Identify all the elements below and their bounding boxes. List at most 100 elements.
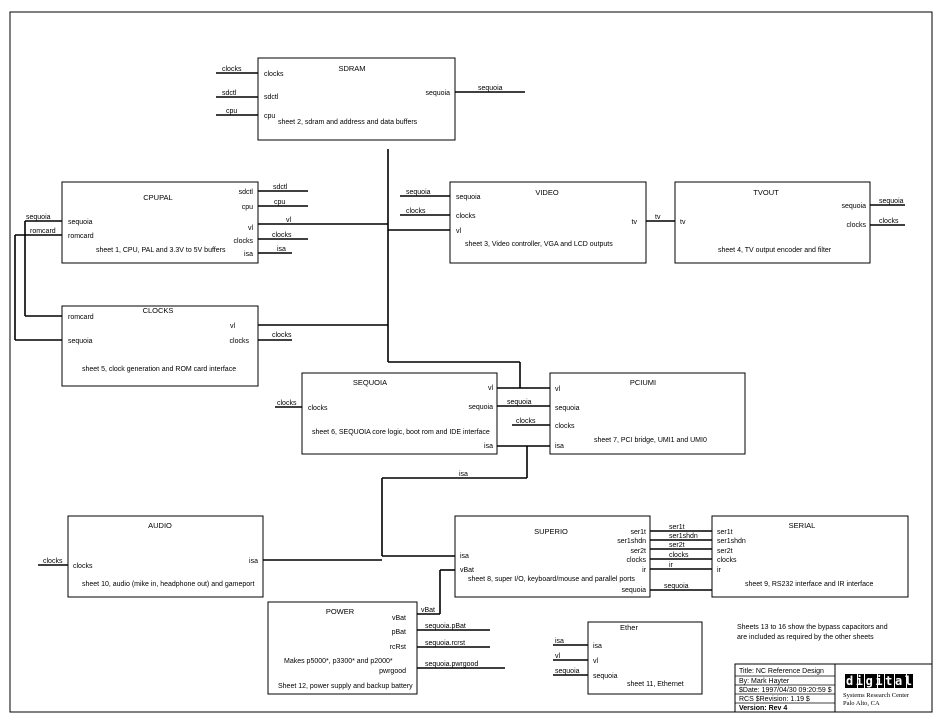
port-label: ser1shdn — [717, 538, 746, 545]
port-label: isa — [484, 443, 493, 450]
block-pciumi[interactable]: PCIUMI vl sequoia clocks isa sheet 7, PC… — [549, 372, 746, 455]
port-label: pwrgood — [379, 668, 406, 675]
block-description: sheet 6, SEQUOIA core logic, boot rom an… — [312, 429, 490, 436]
port-label: sequoia — [468, 404, 493, 411]
block-title: VIDEO — [535, 188, 559, 197]
block-title: Ether — [620, 623, 638, 632]
port-label: vl — [555, 386, 561, 393]
net-label: isa — [555, 638, 564, 645]
port-label: clocks — [264, 71, 284, 78]
port-label: ir — [717, 567, 722, 574]
port-label: isa — [593, 643, 602, 650]
net-label: sequoia — [507, 399, 532, 406]
company-location: Palo Alto, CA — [843, 700, 880, 707]
port-label: clocks — [555, 423, 575, 430]
port-label: vBat — [460, 567, 474, 574]
author-field: By: Mark Hayter — [739, 678, 790, 685]
net-label: cpu — [226, 108, 237, 115]
net-label: clocks — [406, 208, 426, 215]
port-label: ir — [642, 567, 647, 574]
block-description: sheet 5, clock generation and ROM card i… — [82, 366, 236, 373]
port-label: sequoia — [68, 219, 93, 226]
port-label: isa — [244, 251, 253, 258]
port-label: vl — [488, 385, 494, 392]
version-field: Version: Rev 4 — [739, 705, 787, 712]
net-label: isa — [459, 471, 468, 478]
net-label: sequoia.pBat — [425, 623, 466, 630]
block-sequoia[interactable]: SEQUOIA clocks vl sequoia isa sheet 6, S… — [301, 372, 498, 455]
port-label: romcard — [68, 314, 94, 321]
net-label: sequoia — [555, 668, 580, 675]
port-label: tv — [680, 219, 686, 226]
net-label: sdctl — [222, 90, 237, 97]
block-serial[interactable]: SERIAL ser1t ser1shdn ser2t clocks ir sh… — [711, 515, 909, 598]
port-label: clocks — [627, 557, 647, 564]
net-label: vl — [286, 217, 292, 224]
port-label: pBat — [392, 629, 406, 636]
revision-field: RCS $Revision: 1.19 $ — [739, 696, 810, 703]
port-label: tv — [632, 219, 638, 226]
port-label: cpu — [264, 113, 275, 120]
block-title: SERIAL — [789, 521, 816, 530]
port-label: ser1t — [630, 529, 646, 536]
block-description: sheet 3, Video controller, VGA and LCD o… — [465, 241, 613, 248]
note-line: are included as required by the other sh… — [737, 634, 874, 641]
net-label: sequoia — [879, 198, 904, 205]
bypass-note: Sheets 13 to 16 show the bypass capacito… — [737, 624, 888, 641]
block-power[interactable]: POWER vBat pBat rcRst pwrgood Makes p500… — [267, 601, 418, 695]
port-label: sequoia — [621, 587, 646, 594]
net-label: clocks — [277, 400, 297, 407]
port-label: ser2t — [630, 548, 646, 555]
block-description: sheet 8, super I/O, keyboard/mouse and p… — [468, 576, 635, 583]
net-label: vBat — [421, 607, 435, 614]
port-label: ser1t — [717, 529, 733, 536]
port-label: sequoia — [841, 203, 866, 210]
block-title: SDRAM — [338, 64, 365, 73]
net-label: sequoia — [26, 214, 51, 221]
block-description: sheet 10, audio (mike in, headphone out)… — [82, 581, 254, 588]
logo-text: digital — [846, 674, 912, 688]
digital-logo: digital — [845, 674, 913, 688]
block-sdram[interactable]: SDRAM clocks sdctl cpu sequoia sheet 2, … — [257, 57, 456, 141]
block-description: sheet 1, CPU, PAL and 3.3V to 5V buffers — [96, 247, 226, 254]
net-label: sequoia — [664, 583, 689, 590]
block-title: PCIUMI — [630, 378, 656, 387]
port-label: isa — [249, 558, 258, 565]
net-label: ser1shdn — [669, 533, 698, 540]
block-cpupal[interactable]: CPUPAL sequoia romcard sdctl cpu vl cloc… — [61, 181, 259, 264]
net-label: sequoia.pwrgood — [425, 661, 478, 668]
block-description: sheet 4, TV output encoder and filter — [718, 247, 832, 254]
block-title: TVOUT — [753, 188, 779, 197]
block-tvout[interactable]: TVOUT tv sequoia clocks sheet 4, TV outp… — [674, 181, 871, 264]
block-title: AUDIO — [148, 521, 172, 530]
block-description: sheet 7, PCI bridge, UMI1 and UMI0 — [594, 437, 707, 444]
port-label: romcard — [68, 233, 94, 240]
title-block: Title: NC Reference Design By: Mark Hayt… — [734, 663, 933, 713]
port-label: clocks — [308, 405, 328, 412]
wires — [14, 72, 905, 676]
port-label: sequoia — [555, 405, 580, 412]
net-label: clocks — [43, 558, 63, 565]
port-label: clocks — [456, 213, 476, 220]
net-label: clocks — [879, 218, 899, 225]
net-label: sequoia — [478, 85, 503, 92]
net-label: tv — [655, 214, 661, 221]
port-label: vl — [230, 323, 236, 330]
block-description: sheet 11, Ethernet — [627, 681, 684, 688]
net-label: sequoia.rcrst — [425, 640, 465, 647]
title-field: Title: NC Reference Design — [739, 668, 824, 675]
port-label: clocks — [847, 222, 867, 229]
net-label: romcard — [30, 228, 56, 235]
net-labels: clocks sdctl cpu sequoia sdctl cpu vl cl… — [26, 66, 904, 675]
block-ether[interactable]: Ether isa vl sequoia sheet 11, Ethernet — [587, 621, 703, 695]
block-superio[interactable]: SUPERIO isa vBat ser1t ser1shdn ser2t cl… — [454, 515, 651, 598]
block-title: CLOCKS — [143, 306, 174, 315]
port-label: isa — [460, 553, 469, 560]
net-label: clocks — [272, 332, 292, 339]
block-video[interactable]: VIDEO sequoia clocks vl tv sheet 3, Vide… — [449, 181, 647, 264]
block-audio[interactable]: AUDIO clocks isa sheet 10, audio (mike i… — [67, 515, 264, 598]
port-label: clocks — [717, 557, 737, 564]
net-label: isa — [277, 246, 286, 253]
net-label: ir — [669, 562, 674, 569]
block-clocks[interactable]: CLOCKS romcard sequoia vl clocks sheet 5… — [61, 305, 259, 387]
